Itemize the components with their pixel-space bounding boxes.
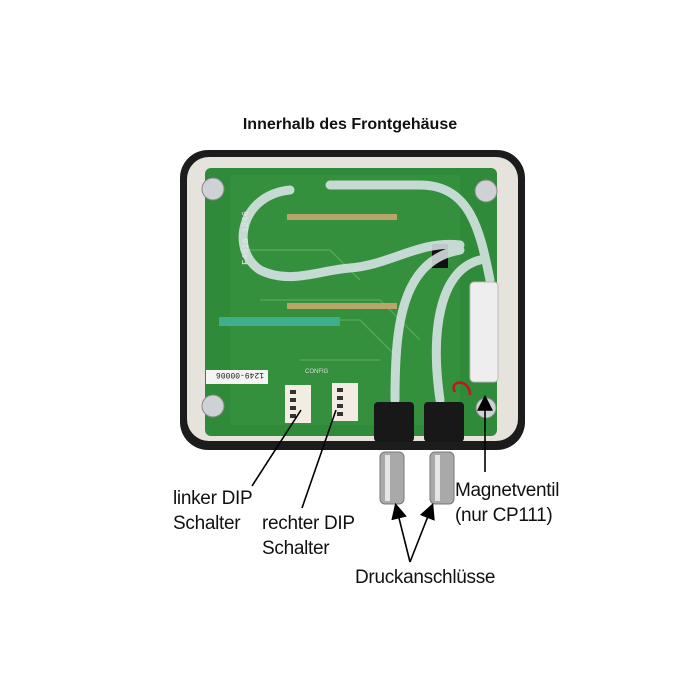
figure-title: Innerhalb des Frontgehäuse [242,116,458,133]
pressure-ports [374,402,464,505]
label-right-dip: rechter DIP Schalter [262,513,355,559]
dip-switch-right [332,383,358,421]
terminal-block [219,317,340,326]
solenoid-valve [469,281,499,383]
label-pressure-ports: Druckanschlüsse [355,567,496,588]
dip-switch-left [285,385,311,423]
label-left-dip: linker DIP Schalter [173,488,253,534]
right-dip-pointer [301,409,337,509]
pressure-arrow-right [409,503,435,563]
screws [201,177,498,419]
pressure-arrow-left [391,502,411,563]
config-label: CONFIG [305,369,329,375]
serial-label: 1249-00006 [216,370,264,379]
left-dip-pointer [251,409,302,487]
label-solenoid: Magnetventil (nur CP111) [455,480,560,526]
